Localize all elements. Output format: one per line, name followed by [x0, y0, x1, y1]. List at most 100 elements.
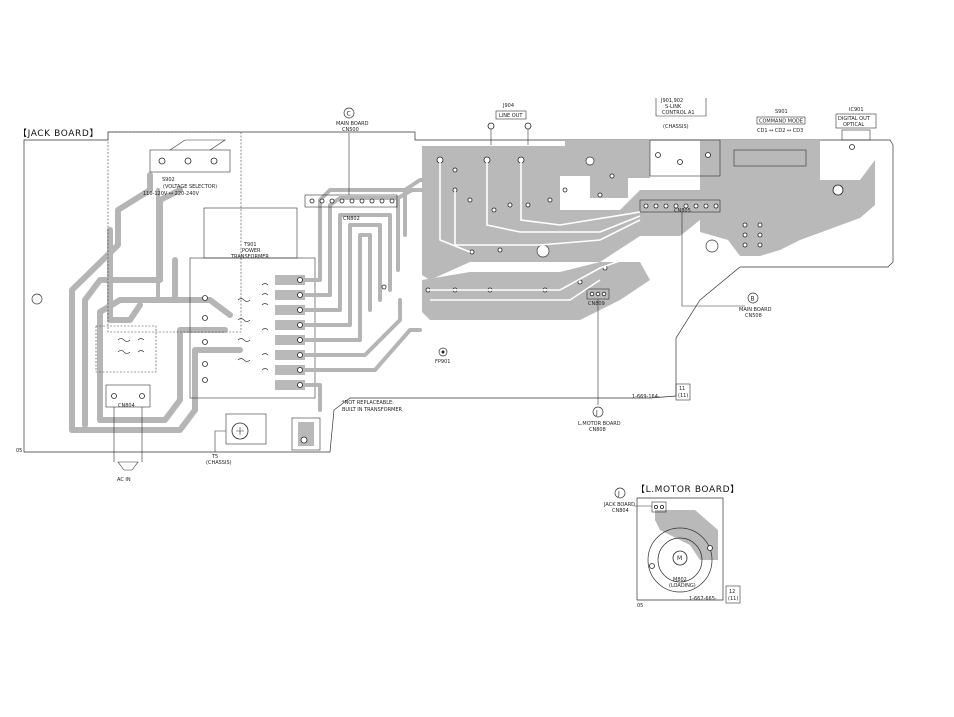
trace-bundle-7: [303, 328, 422, 372]
voltage-switch-body: [149, 149, 231, 173]
lmotor-j-bubble: [592, 406, 604, 418]
trace-left-1: [69, 172, 153, 433]
lmotor-board-code: 1-667-665-: [689, 596, 717, 602]
j901-ref: J901,902: [660, 98, 683, 104]
main-b-leader: [681, 212, 745, 307]
cn805-connector: [639, 199, 721, 213]
lmotor-sheet-2: (11): [728, 596, 738, 602]
fuse-box: [291, 417, 321, 451]
trace-bundle-8: [303, 383, 322, 412]
trace-bundle-10: [396, 188, 424, 200]
ic901-body: [841, 129, 871, 141]
cn802-connector: [304, 194, 398, 208]
main-b-bubble: [747, 292, 759, 304]
lmotor-copper: [655, 510, 718, 560]
lmotor-j-letter: J: [595, 410, 598, 417]
motor-pad-2: [649, 563, 655, 569]
trace-bundle-4: [303, 223, 382, 327]
coil-secondary: [261, 283, 269, 371]
main-c-bubble: [343, 107, 355, 119]
t5-leader: [214, 430, 226, 452]
jack-board-outline: [23, 131, 894, 453]
copper-area-lower: [422, 262, 650, 320]
ac-pin-1: [111, 393, 117, 399]
voltage-switch-lever: [169, 139, 226, 151]
lmotor-sheet-1: 12: [729, 589, 735, 595]
transformer-footprint: [189, 257, 316, 399]
voltage-selector-range: 110-120V ↔ 220-240V: [143, 191, 200, 197]
motor-inner: [657, 537, 703, 583]
ac-inlet-plug: [113, 407, 143, 471]
motor-pad-1: [707, 545, 713, 551]
trace-left-7: [107, 227, 143, 323]
main-pads: [381, 144, 855, 293]
transformer-ref: T901: [243, 242, 257, 248]
trace-left-4: [69, 347, 243, 433]
j901-bracket: [655, 98, 707, 117]
cn806-connector: [105, 384, 151, 408]
trace-bundle-9: [403, 178, 424, 192]
trace-bundle-5: [303, 233, 372, 342]
cn802-pins: [309, 198, 395, 204]
s901-body: [733, 149, 807, 167]
mount-hole-main: [536, 244, 550, 258]
lmotor-board-title: 【L.MOTOR BOARD】: [636, 484, 740, 495]
trace-left-2: [82, 187, 183, 428]
jack-sheet-box: [675, 383, 691, 401]
j904-jack-l: [487, 122, 495, 130]
hole-top: [585, 156, 595, 166]
note-line2: BUILT IN TRANSFORMER: [342, 407, 403, 413]
m802-ref: M802: [673, 577, 687, 583]
ic901-label1: DIGITAL OUT: [838, 116, 871, 122]
lmotor-board-outline: [636, 497, 724, 601]
trace-bundle-3: [303, 213, 392, 312]
svg-text:M: M: [677, 555, 682, 562]
cn802-label: CN802: [343, 216, 360, 222]
jack-sheet-1: 11: [679, 386, 685, 392]
s901-label1: COMMAND MODE: [759, 119, 803, 125]
trace-bundle-2: [303, 196, 400, 297]
main-b-label2: CN508: [745, 313, 762, 319]
chassis-cap-box: [225, 413, 267, 445]
jack-board-title: 【JACK BOARD】: [18, 128, 99, 139]
m802-label: (LOADING): [669, 583, 696, 589]
cn804-label: CN804: [118, 403, 135, 409]
j904-label: LINE OUT: [499, 113, 523, 119]
trace-left-6: [127, 297, 233, 318]
j904-leads: [490, 129, 529, 145]
lmotor-sheet-box: [725, 585, 741, 604]
lmotor-j-label2: CN808: [589, 427, 606, 433]
line-filter-coil: [117, 338, 145, 354]
jack-board-code: 1-669-164-: [632, 394, 660, 400]
lmotor-j-label1: L.MOTOR BOARD: [578, 421, 621, 427]
voltage-selector-ref: S902: [162, 177, 175, 183]
t5-label: (CHASSIS): [206, 460, 232, 466]
ac-in-label: AC IN: [117, 477, 131, 483]
cn805-label: CN805: [674, 208, 691, 214]
trace-left-3: [97, 257, 178, 423]
main-c-label1: MAIN BOARD: [336, 121, 369, 127]
transformer-pads: [202, 275, 305, 390]
j904-ref: J904: [502, 103, 514, 109]
copper-area-main: [422, 146, 700, 280]
lmotor-connector: [651, 501, 667, 513]
transformer-label1: POWER: [242, 248, 261, 254]
ic901-ref: IC901: [849, 107, 864, 113]
jack-board: S902 (VOLTAGE SELECTOR) 110-120V ↔ 220-2…: [16, 98, 894, 483]
t5-ref: T5: [211, 454, 218, 460]
ic901-label2: OPTICAL: [843, 122, 864, 128]
j901-body: [649, 139, 721, 177]
jack-j-bubble: [614, 487, 626, 499]
jack-j-label2: CN804: [612, 508, 629, 514]
main-c-letter: C: [347, 111, 351, 118]
j904-label-box: [495, 110, 527, 120]
j901-sub: (CHASSIS): [663, 124, 689, 130]
switch-pad-3: [210, 157, 218, 165]
coil-primary: [237, 298, 251, 362]
motor-shaft: [672, 550, 688, 566]
lmotor-board: 【L.MOTOR BOARD】 M M802 (LOADING) J JACK …: [603, 484, 741, 609]
j901-label2: CONTROL A1: [662, 110, 695, 116]
voltage-selector-area: [107, 131, 242, 333]
cn809-label: CN809: [588, 301, 605, 307]
